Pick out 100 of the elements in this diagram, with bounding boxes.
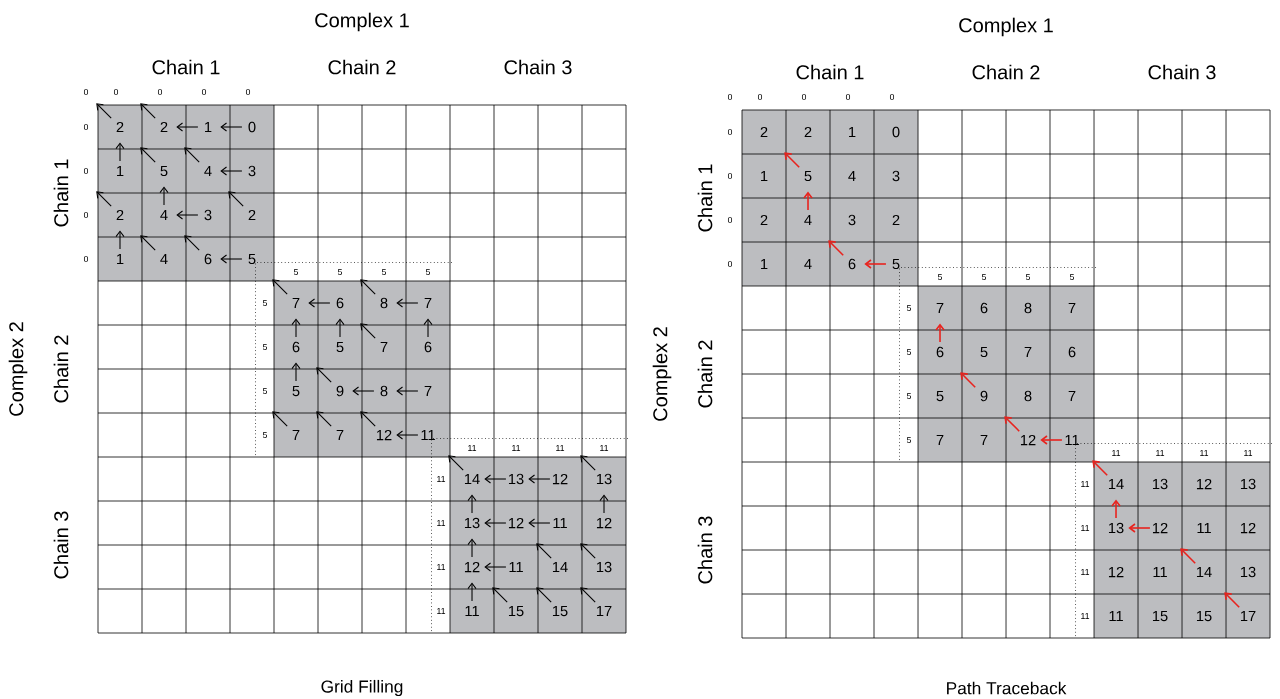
boundary-value: 0 — [727, 216, 733, 224]
cell-value: 11 — [1197, 522, 1211, 534]
cell-value: 15 — [1152, 610, 1168, 622]
boundary-value: 5 — [262, 344, 268, 351]
cell-value: 0 — [248, 121, 256, 133]
cell-value: 4 — [160, 209, 168, 221]
cell-value: 8 — [1024, 390, 1032, 402]
boundary-value: 0 — [727, 128, 733, 136]
boundary-value: 0 — [727, 260, 733, 268]
cell-value: 17 — [1240, 610, 1256, 622]
cell-value: 3 — [848, 214, 856, 226]
boundary-value: 11 — [1081, 525, 1090, 531]
boundary-value: 5 — [262, 432, 268, 439]
boundary-value: 11 — [437, 564, 446, 570]
cell-value: 6 — [1068, 346, 1076, 358]
boundary-value: 5 — [337, 269, 343, 276]
boundary-value: 0 — [757, 93, 763, 101]
boundary-value: 5 — [262, 300, 268, 307]
boundary-value: 11 — [1200, 450, 1209, 456]
boundary-value: 11 — [437, 520, 446, 526]
chain-label: Chain 1 — [152, 59, 220, 75]
boundary-value: 11 — [600, 445, 609, 451]
boundary-value: 0 — [889, 93, 895, 101]
cell-value: 11 — [421, 429, 435, 441]
complex-label: Complex 2 — [8, 322, 28, 416]
cell-value: 5 — [292, 385, 300, 397]
cell-value: 13 — [1240, 566, 1256, 578]
boundary-value: 5 — [981, 274, 987, 281]
cell-value: 1 — [761, 170, 768, 182]
cell-value: 3 — [248, 165, 256, 177]
boundary-value: 5 — [1025, 274, 1031, 281]
cell-value: 7 — [336, 429, 344, 441]
cell-value: 17 — [596, 605, 612, 617]
cell-value: 12 — [508, 517, 524, 529]
cell-value: 15 — [552, 605, 568, 617]
cell-value: 9 — [980, 390, 988, 402]
boundary-value: 5 — [1069, 274, 1075, 281]
cell-value: 7 — [292, 297, 300, 309]
cell-value: 5 — [892, 258, 900, 270]
cell-value: 12 — [464, 561, 480, 573]
cell-value: 2 — [116, 209, 124, 221]
boundary-value: 5 — [381, 269, 387, 276]
cell-value: 2 — [760, 214, 768, 226]
chain-label: Chain 3 — [697, 516, 713, 584]
boundary-value: 0 — [801, 93, 807, 101]
cell-value: 1 — [205, 121, 212, 133]
cell-value: 12 — [1196, 478, 1212, 490]
cell-value: 11 — [553, 517, 567, 529]
cell-value: 13 — [596, 561, 612, 573]
chain-label: Chain 1 — [796, 64, 864, 80]
chain-label: Chain 2 — [53, 335, 69, 403]
cell-value: 2 — [804, 126, 812, 138]
cell-value: 3 — [892, 170, 900, 182]
cell-value: 14 — [464, 473, 480, 485]
boundary-value: 5 — [906, 349, 912, 356]
cell-value: 5 — [248, 253, 256, 265]
cell-value: 7 — [424, 385, 432, 397]
cell-value: 4 — [160, 253, 168, 265]
cell-value: 6 — [848, 258, 856, 270]
cell-value: 12 — [376, 429, 392, 441]
cell-value: 14 — [552, 561, 568, 573]
cell-value: 11 — [1153, 566, 1167, 578]
boundary-value: 5 — [937, 274, 943, 281]
chain-label: Chain 2 — [328, 59, 396, 75]
cell-value: 12 — [552, 473, 568, 485]
boundary-value: 11 — [437, 608, 446, 614]
boundary-value: 11 — [468, 445, 477, 451]
cell-value: 5 — [980, 346, 988, 358]
boundary-value: 0 — [157, 88, 163, 96]
boundary-value: 0 — [727, 172, 733, 180]
cell-value: 7 — [936, 434, 944, 446]
cell-value: 11 — [1109, 610, 1123, 622]
boundary-value: 5 — [906, 437, 912, 444]
cell-value: 4 — [848, 170, 856, 182]
cell-value: 7 — [1024, 346, 1032, 358]
chain-label: Chain 1 — [53, 159, 69, 227]
cell-value: 13 — [596, 473, 612, 485]
cell-value: 14 — [1196, 566, 1212, 578]
boundary-value: 0 — [245, 88, 251, 96]
cell-value: 1 — [117, 253, 124, 265]
cell-value: 7 — [1068, 302, 1076, 314]
cell-value: 12 — [1020, 434, 1036, 446]
cell-value: 12 — [1240, 522, 1256, 534]
cell-value: 6 — [980, 302, 988, 314]
boundary-value: 11 — [1081, 481, 1090, 487]
cell-value: 13 — [1108, 522, 1124, 534]
cell-value: 6 — [336, 297, 344, 309]
boundary-value: 11 — [1112, 450, 1121, 456]
boundary-value: 5 — [906, 305, 912, 312]
cell-value: 15 — [1196, 610, 1212, 622]
boundary-value: 11 — [556, 445, 565, 451]
cell-value: 12 — [596, 517, 612, 529]
chain-label: Chain 3 — [504, 59, 572, 75]
cell-value: 1 — [117, 165, 124, 177]
cell-value: 5 — [804, 170, 812, 182]
boundary-value: 0 — [83, 88, 89, 96]
cell-value: 7 — [980, 434, 988, 446]
cell-value: 4 — [804, 214, 812, 226]
cell-value: 4 — [804, 258, 812, 270]
cell-value: 5 — [160, 165, 168, 177]
